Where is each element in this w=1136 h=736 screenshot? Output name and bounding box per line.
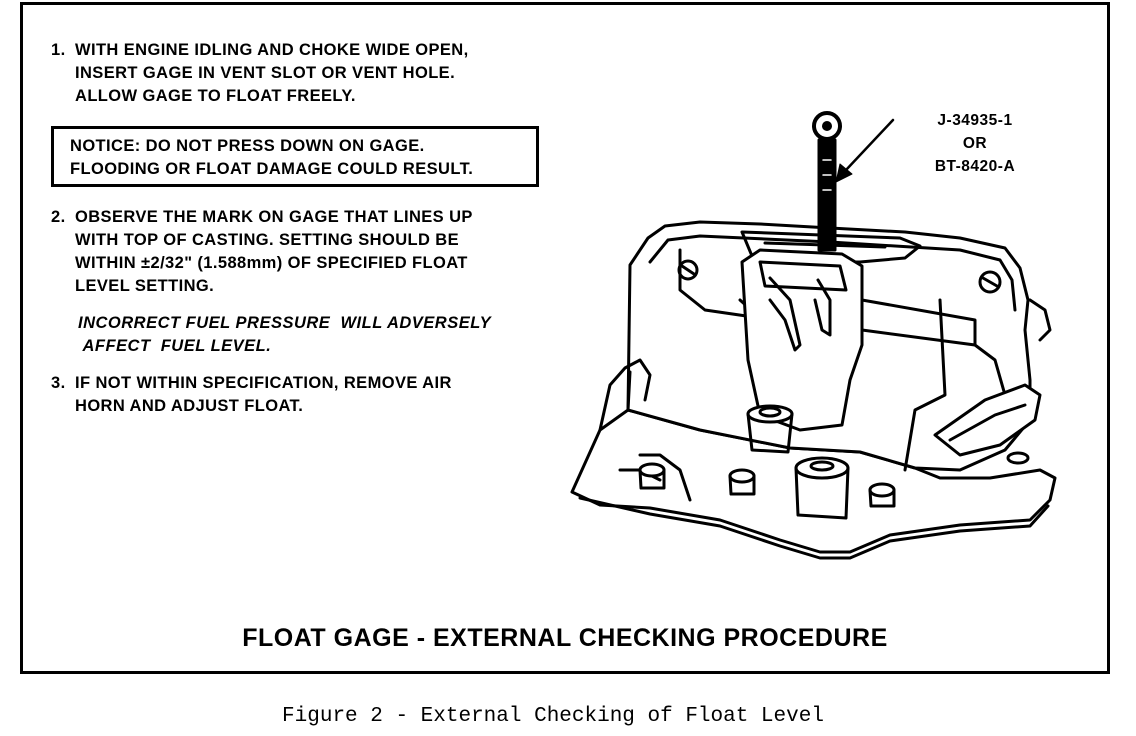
notice-box: NOTICE: DO NOT PRESS DOWN ON GAGE. FLOOD…	[51, 126, 539, 187]
step-3-line: IF NOT WITHIN SPECIFICATION, REMOVE AIR	[75, 374, 452, 392]
screw	[728, 468, 756, 484]
arrowhead	[835, 163, 853, 183]
screw	[1006, 451, 1030, 465]
step-1-line: INSERT GAGE IN VENT SLOT OR VENT HOLE.	[75, 64, 456, 82]
step-1-line: WITH ENGINE IDLING AND CHOKE WIDE OPEN,	[75, 41, 469, 59]
tool-label-line: BT-8420-A	[934, 158, 1016, 175]
step-2-line: WITHIN ±2/32" (1.588mm) OF SPECIFIED FLO…	[75, 254, 468, 272]
step-1-number: 1.	[51, 41, 66, 59]
tool-label-line: OR	[962, 135, 988, 152]
warning-line: AFFECT FUEL LEVEL.	[78, 337, 272, 355]
tool-label-line: J-34935-1	[937, 112, 1013, 129]
leader-line	[844, 118, 895, 172]
step-3-number: 3.	[51, 374, 66, 392]
notice-line: FLOODING OR FLOAT DAMAGE COULD RESULT.	[70, 160, 474, 178]
notice-line: NOTICE: DO NOT PRESS DOWN ON GAGE.	[70, 137, 425, 155]
step-1: 1. WITH ENGINE IDLING AND CHOKE WIDE OPE…	[51, 39, 469, 108]
vent-stack	[740, 248, 864, 432]
step-2-number: 2.	[51, 208, 66, 226]
step-2-line: OBSERVE THE MARK ON GAGE THAT LINES UP	[75, 208, 473, 226]
float-gage-tool	[817, 138, 837, 252]
warning-line: INCORRECT FUEL PRESSURE WILL ADVERSELY	[78, 314, 492, 332]
step-2-line: LEVEL SETTING.	[75, 277, 215, 295]
step-2-line: WITH TOP OF CASTING. SETTING SHOULD BE	[75, 231, 460, 249]
step-2: 2. OBSERVE THE MARK ON GAGE THAT LINES U…	[51, 206, 473, 298]
diagram-title: FLOAT GAGE - EXTERNAL CHECKING PROCEDURE	[242, 624, 888, 652]
step-1-line: ALLOW GAGE TO FLOAT FREELY.	[75, 87, 356, 105]
step-3-line: HORN AND ADJUST FLOAT.	[75, 397, 304, 415]
step-3: 3. IF NOT WITHIN SPECIFICATION, REMOVE A…	[51, 372, 452, 418]
warning-note: INCORRECT FUEL PRESSURE WILL ADVERSELY A…	[78, 312, 491, 358]
tool-label: J-34935-1 OR BT-8420-A	[895, 109, 1055, 178]
screw	[638, 462, 666, 478]
screw	[868, 482, 896, 498]
figure-caption: Figure 2 - External Checking of Float Le…	[282, 705, 824, 728]
